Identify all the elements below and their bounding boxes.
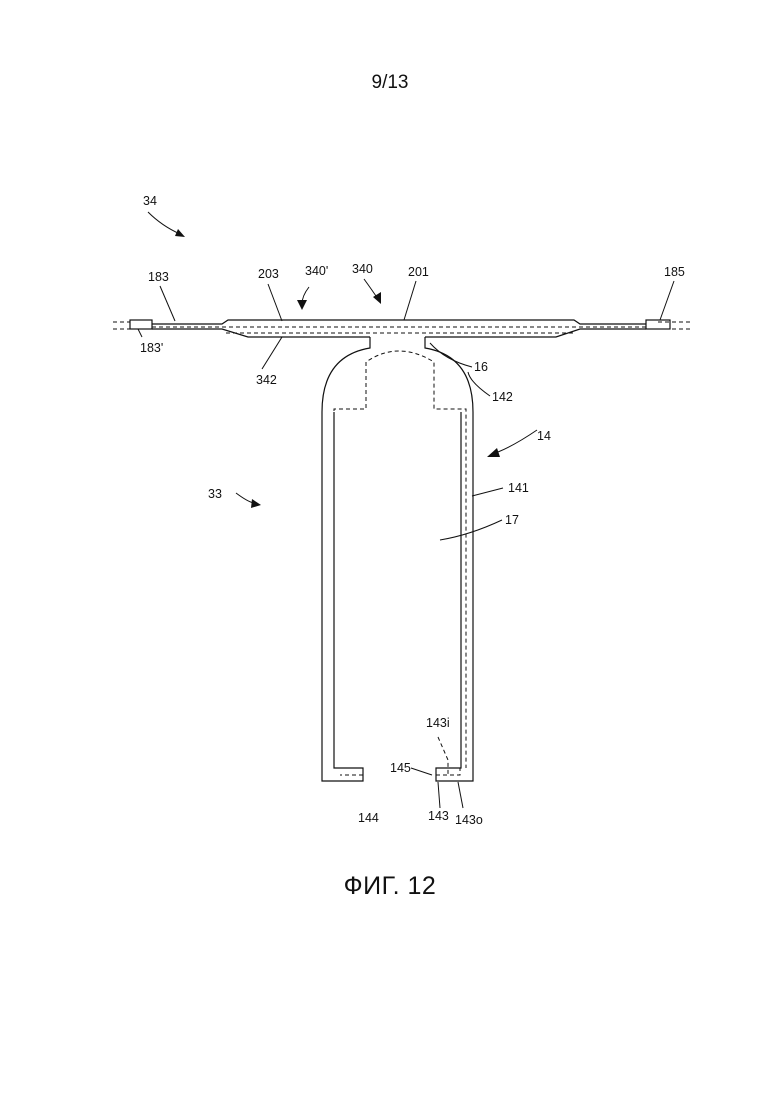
label-342: 342 (256, 373, 277, 387)
label-17: 17 (505, 513, 519, 527)
label-340: 340 (352, 262, 373, 276)
label-183-prime: 183' (140, 341, 163, 355)
tube-body (322, 337, 473, 781)
figure-caption: ФИГ. 12 (0, 872, 780, 901)
label-201: 201 (408, 265, 429, 279)
label-340-prime: 340' (305, 264, 328, 278)
label-145: 145 (390, 761, 411, 775)
label-183: 183 (148, 270, 169, 284)
label-185: 185 (664, 265, 685, 279)
label-143o: 143o (455, 813, 483, 827)
label-16: 16 (474, 360, 488, 374)
leader-lines (138, 212, 674, 808)
label-203: 203 (258, 267, 279, 281)
label-143: 143 (428, 809, 449, 823)
label-142: 142 (492, 390, 513, 404)
label-141: 141 (508, 481, 529, 495)
label-33: 33 (208, 487, 222, 501)
label-14: 14 (537, 429, 551, 443)
label-143i: 143i (426, 716, 450, 730)
label-34: 34 (143, 194, 157, 208)
top-sheet (113, 320, 690, 337)
label-144: 144 (358, 811, 379, 825)
